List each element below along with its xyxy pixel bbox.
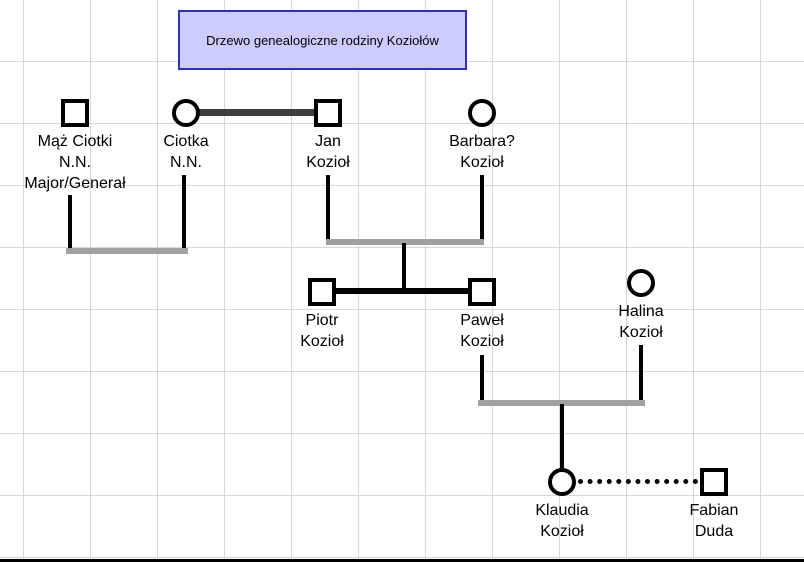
female-circle-icon-klaudia[interactable] (548, 468, 576, 496)
union-line-jan-barbara (326, 239, 484, 245)
drop-line-klaudia (560, 404, 564, 468)
title-box[interactable]: Drzewo genealogiczne rodziny Koziołów (178, 10, 467, 70)
descent-line-pawel (480, 355, 484, 403)
person-name-piotr: Piotr Kozioł (300, 312, 344, 350)
person-name-jan: Jan Kozioł (306, 133, 350, 171)
marriage-line-ciotka-jan (199, 109, 315, 116)
relationship-dotted-line-klaudia-fabian (578, 479, 698, 484)
male-square-icon-pawel[interactable] (468, 278, 496, 306)
descent-line-maz-ciotki (68, 195, 72, 253)
person-name-barbara: Barbara? Kozioł (449, 133, 515, 171)
union-line-pawel-halina (478, 400, 645, 406)
person-name-halina: Halina Kozioł (618, 303, 664, 341)
descent-line-halina (639, 345, 643, 403)
male-square-icon-fabian[interactable] (700, 468, 728, 496)
person-name-pawel: Paweł Kozioł (460, 312, 504, 350)
male-square-icon-maz-ciotki[interactable] (61, 99, 89, 127)
sibling-line-piotr-pawel (334, 288, 470, 294)
female-circle-icon-ciotka[interactable] (172, 99, 200, 127)
person-name-klaudia: Klaudia Kozioł (535, 502, 589, 540)
descent-line-ciotka (182, 175, 186, 253)
union-line-maz-ciotka (66, 248, 188, 254)
descent-line-barbara (480, 175, 484, 245)
descent-line-jan (326, 175, 330, 245)
title-text: Drzewo genealogiczne rodziny Koziołów (206, 32, 439, 48)
female-circle-icon-barbara[interactable] (468, 99, 496, 127)
male-square-icon-jan[interactable] (314, 99, 342, 127)
person-name-maz-ciotki: Mąż Ciotki N.N. Major/Generał (24, 133, 126, 192)
person-name-fabian: Fabian Duda (689, 502, 739, 540)
male-square-icon-piotr[interactable] (308, 278, 336, 306)
bottom-border (0, 559, 804, 562)
female-circle-icon-halina[interactable] (627, 269, 655, 297)
drop-line-jan-barbara-children (402, 243, 406, 290)
person-name-ciotka: Ciotka N.N. (163, 133, 209, 171)
